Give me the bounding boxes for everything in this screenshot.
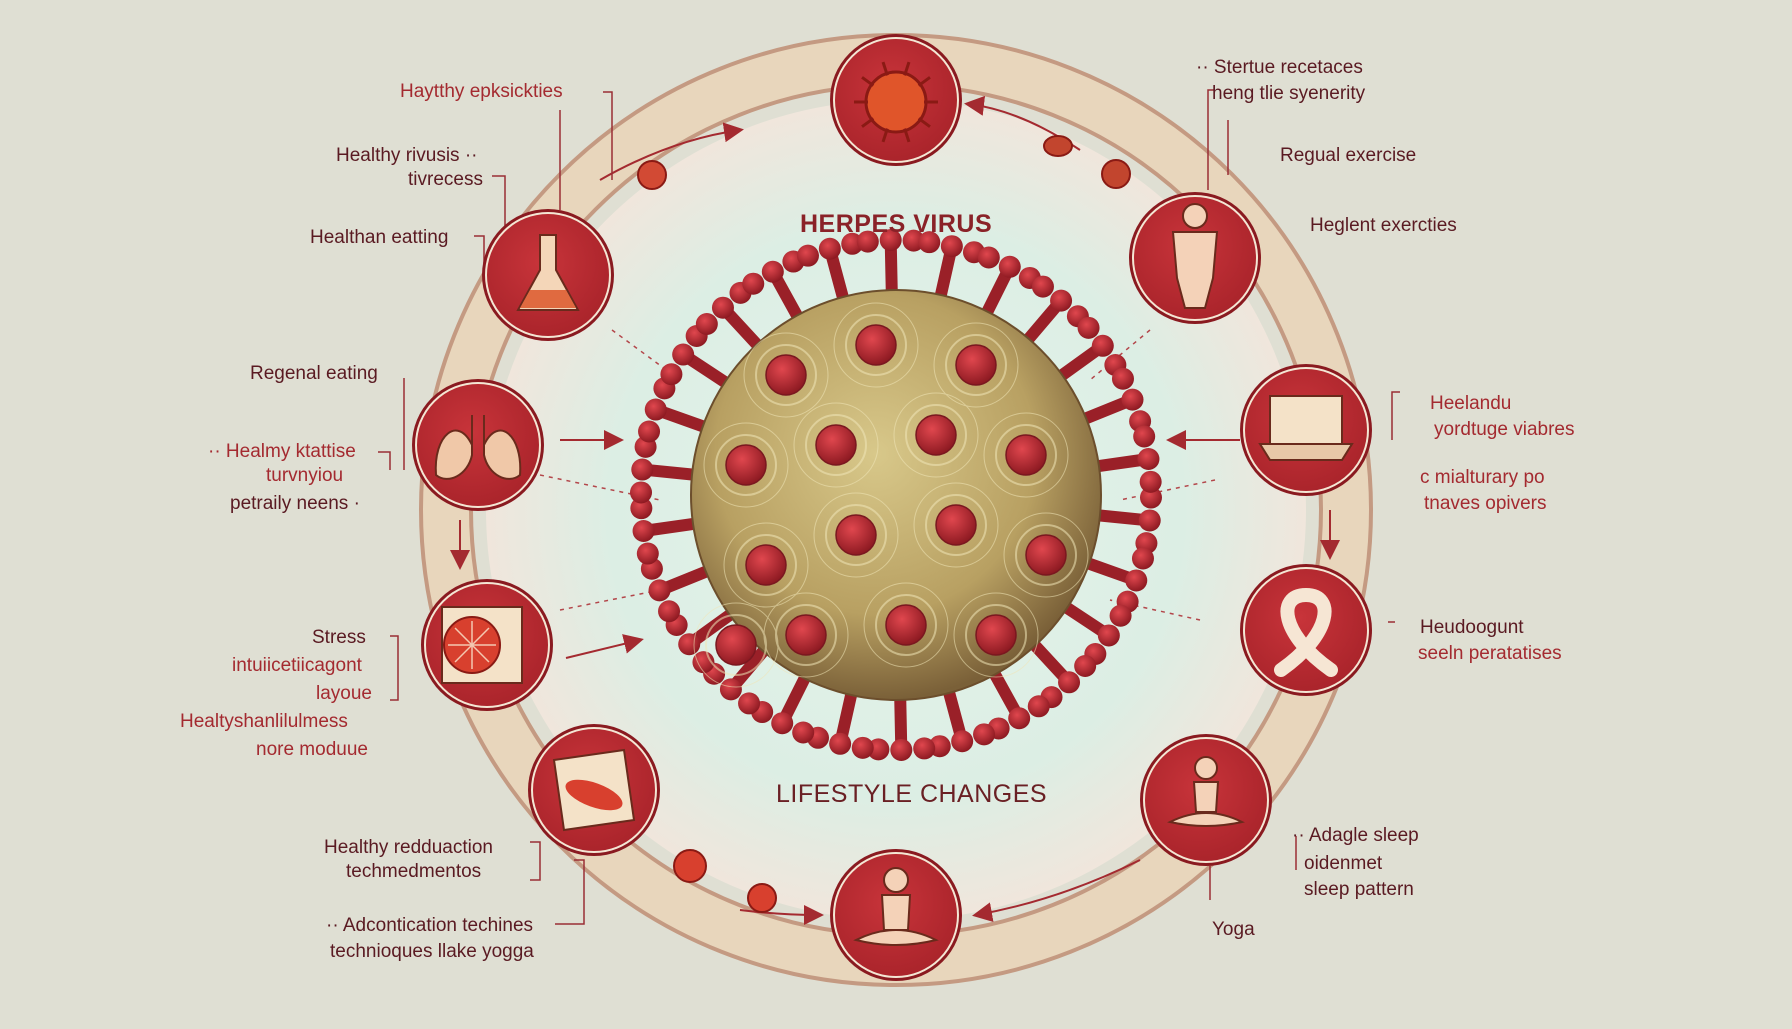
label-left-2: Healthy rivusis ·· xyxy=(336,145,478,166)
label-right-3: Regual exercise xyxy=(1280,145,1417,166)
label-left-16: ·· Adcontication techines xyxy=(326,915,534,936)
label-left-9: Stress xyxy=(312,627,366,648)
standing-person-icon xyxy=(1129,192,1261,324)
label-left-10: intuiicetiicagont xyxy=(232,655,362,676)
meditation-yoga-icon xyxy=(1140,734,1272,866)
meditating-person-icon xyxy=(830,849,962,981)
label-right-1: ·· Stertue recetaces xyxy=(1196,57,1363,78)
awareness-ribbon-icon xyxy=(1240,564,1372,696)
label-left-5: Regenal eating xyxy=(250,363,378,384)
label-left-14: Healthy redduaction xyxy=(324,837,493,858)
label-right-9: Heudoogunt xyxy=(1420,617,1524,638)
label-right-8: tnaves opivers xyxy=(1424,493,1547,514)
label-left-6: ·· Healmy ktattise xyxy=(208,441,356,462)
label-left-12: Healtyshanlilulmess xyxy=(180,711,348,732)
label-left-3: tivrecess xyxy=(408,169,483,190)
label-left-15: techmedmentos xyxy=(346,861,482,882)
diagram-subtitle: LIFESTYLE CHANGES xyxy=(776,780,1048,808)
laptop-icon xyxy=(1240,364,1372,496)
label-right-5: Heelandu xyxy=(1430,393,1512,414)
label-left-17: technioques llake yogga xyxy=(330,941,534,962)
label-right-10: seeln peratatises xyxy=(1418,643,1562,664)
label-right-6: yordtuge viabres xyxy=(1434,419,1575,440)
label-left-13: nore moduue xyxy=(256,739,368,760)
virus-icon xyxy=(830,34,962,166)
label-right-7: c mialturary po xyxy=(1420,467,1545,488)
label-left-4: Healthan eatting xyxy=(310,227,449,248)
label-right-14: Yoga xyxy=(1212,919,1255,940)
citrus-book-icon xyxy=(421,579,553,711)
label-right-13: sleep pattern xyxy=(1304,879,1414,900)
label-leaders xyxy=(378,89,1400,925)
label-right-11: ·· Adagle sleep xyxy=(1292,825,1419,846)
label-left-1: Haytthy epksickties xyxy=(400,81,563,102)
label-left-7: turvnyiou xyxy=(266,465,344,486)
herpes-virus-illustration xyxy=(630,229,1162,761)
label-right-4: Heglent exercties xyxy=(1310,215,1457,236)
diagram-title: HERPES VIRUS xyxy=(800,210,993,238)
organ-icon xyxy=(528,724,660,856)
label-left-8: petraily neens · xyxy=(230,493,360,514)
fruit-decorations xyxy=(637,135,1131,913)
flask-icon xyxy=(482,209,614,341)
label-right-2: heng tlie syenerity xyxy=(1212,83,1366,104)
label-right-12: oidenmet xyxy=(1304,853,1383,874)
lungs-icon xyxy=(412,379,544,511)
label-left-11: layoue xyxy=(316,683,372,704)
